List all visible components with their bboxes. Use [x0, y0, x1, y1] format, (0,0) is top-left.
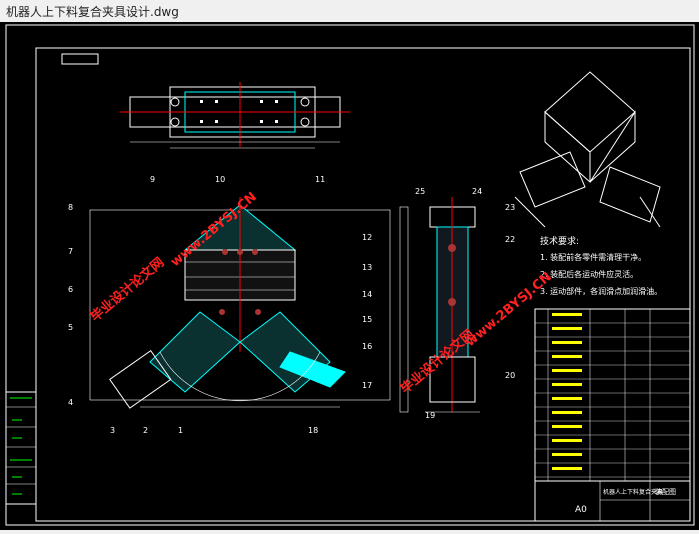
part-label-13: 13: [362, 263, 372, 272]
tech-requirements: 技术要求: 1. 装配前各零件需清理干净。 2. 装配后各运动件应灵活。 3. …: [540, 235, 662, 296]
tech-item-1: 1. 装配前各零件需清理干净。: [540, 252, 646, 262]
side-view: [399, 197, 480, 413]
part-label-14: 14: [362, 290, 372, 299]
sheet-outer-border: [5, 24, 695, 526]
front-view: [89, 197, 391, 409]
part-label-20: 20: [505, 371, 515, 380]
cad-drawing: 技术要求: 1. 装配前各零件需清理干净。 2. 装配后各运动件应灵活。 3. …: [5, 24, 695, 526]
part-label-10: 10: [215, 175, 225, 184]
part-label-11: 11: [315, 175, 325, 184]
part-label-24: 24: [472, 187, 482, 196]
part-label-23: 23: [505, 203, 515, 212]
part-label-2: 2: [143, 426, 148, 435]
part-label-19: 19: [425, 411, 435, 420]
top-view: [120, 82, 350, 149]
part-label-7: 7: [68, 247, 73, 256]
drawing-number-box: [61, 53, 99, 65]
part-label-15: 15: [362, 315, 372, 324]
watermark-text-1: 毕业设计论文网: [87, 254, 167, 325]
part-label-12: 12: [362, 233, 372, 242]
tech-item-2: 2. 装配后各运动件应灵活。: [540, 269, 638, 279]
title-block: 机器人上下料复合夹具 装配图 A0: [534, 480, 691, 522]
part-label-5: 5: [68, 323, 73, 332]
part-label-6: 6: [68, 285, 73, 294]
isometric-view: [514, 71, 661, 228]
part-label-17: 17: [362, 381, 372, 390]
sheet-inner-border: [35, 47, 691, 522]
part-label-3: 3: [110, 426, 115, 435]
cad-drawing-canvas[interactable]: 技术要求: 1. 装配前各零件需清理干净。 2. 装配后各运动件应灵活。 3. …: [0, 22, 699, 530]
part-label-22: 22: [505, 235, 515, 244]
parts-list-table: [534, 308, 691, 482]
part-label-4: 4: [68, 398, 73, 407]
tech-heading: 技术要求:: [540, 235, 579, 247]
margin-signature-box: [5, 391, 37, 505]
window-title: 机器人上下料复合夹具设计.dwg: [6, 5, 179, 19]
part-label-8: 8: [68, 203, 73, 212]
part-label-1: 1: [178, 426, 183, 435]
margin-green-text: [10, 397, 32, 495]
sheet-size: A0: [575, 505, 587, 515]
part-label-25: 25: [415, 187, 425, 196]
part-label-16: 16: [362, 342, 372, 351]
part-label-9: 9: [150, 175, 155, 184]
title-block-name: 机器人上下料复合夹具: [603, 488, 663, 496]
part-label-18: 18: [308, 426, 318, 435]
title-block-label: 装配图: [655, 487, 676, 496]
tech-item-3: 3. 运动部件，各润滑点加润滑油。: [540, 286, 662, 296]
window-titlebar: 机器人上下料复合夹具设计.dwg: [0, 0, 699, 23]
watermark-url-2: www.2BYSJ.CN: [463, 270, 555, 350]
